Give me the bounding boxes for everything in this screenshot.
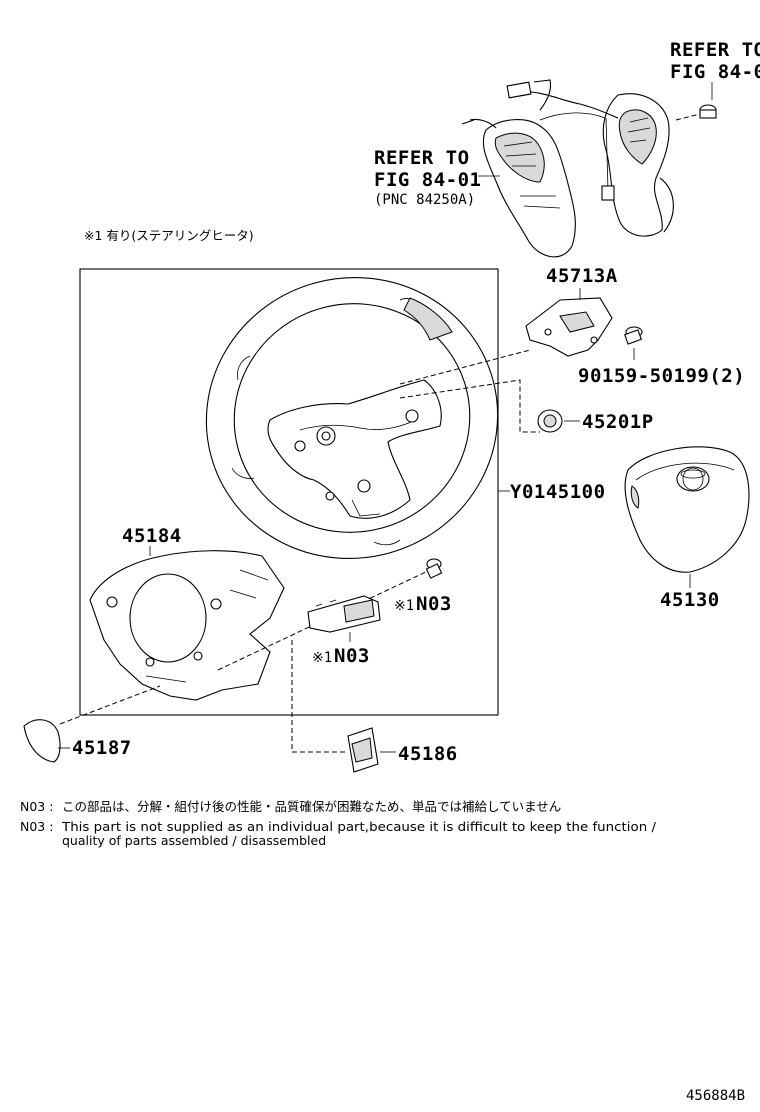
leader-45201P (399, 379, 540, 433)
screw-90159 (624, 326, 643, 360)
label-45201P: 45201P (582, 411, 654, 433)
leader-screw-n03 (217, 569, 431, 671)
leader-45187 (59, 685, 161, 725)
steering-wheel (205, 277, 499, 559)
label-45713A: 45713A (546, 265, 618, 287)
lower-cover-45184 (89, 546, 285, 701)
refer-top-line1: REFER TO (670, 39, 760, 61)
screw-n03 (425, 558, 443, 579)
footnote-en-line1: This part is not supplied as an individu… (61, 819, 657, 834)
label-45186: 45186 (398, 743, 458, 765)
label-n03b: N03 (334, 645, 370, 667)
refer-mid-pnc: (PNC 84250A) (374, 192, 475, 208)
heater-note: ※1 有り(ステアリングヒータ) (84, 228, 254, 243)
label-n03b-mark: ※1 (312, 650, 332, 666)
figure-id: 456884B (686, 1088, 745, 1104)
bracket-45713A (525, 288, 613, 357)
part-45186 (347, 727, 396, 773)
leader-45186 (291, 640, 348, 753)
footnote-en-line2: quality of parts assembled / disassemble… (62, 833, 326, 848)
footnote-en-key: N03 : (20, 819, 53, 834)
label-n03a-mark: ※1 (394, 598, 414, 614)
horn-pad-45130 (624, 446, 750, 588)
label-45130: 45130 (660, 589, 720, 611)
leader-45713A (399, 349, 531, 385)
heater-module-n03 (307, 595, 381, 642)
label-Y0145100: Y0145100 (510, 481, 606, 503)
footnote-jp-text: この部品は、分解・組付け後の性能・品質確保が困難なため、単品では補給していません (62, 799, 561, 814)
label-45187: 45187 (72, 737, 132, 759)
nut-45201P (537, 409, 580, 433)
screw-top (675, 104, 717, 121)
cap-45187 (23, 719, 70, 763)
refer-mid-line2: FIG 84-01 (374, 169, 481, 191)
label-90159: 90159-50199(2) (578, 365, 745, 387)
label-45184: 45184 (122, 525, 182, 547)
steering-switch-left (461, 79, 576, 258)
footnote-jp-key: N03 : (20, 799, 53, 814)
steering-switch-right (506, 81, 674, 237)
refer-mid-line1: REFER TO (374, 147, 470, 169)
refer-top-line2: FIG 84-01 (670, 61, 760, 83)
label-n03a: N03 (416, 593, 452, 615)
assembly-frame (79, 268, 499, 716)
